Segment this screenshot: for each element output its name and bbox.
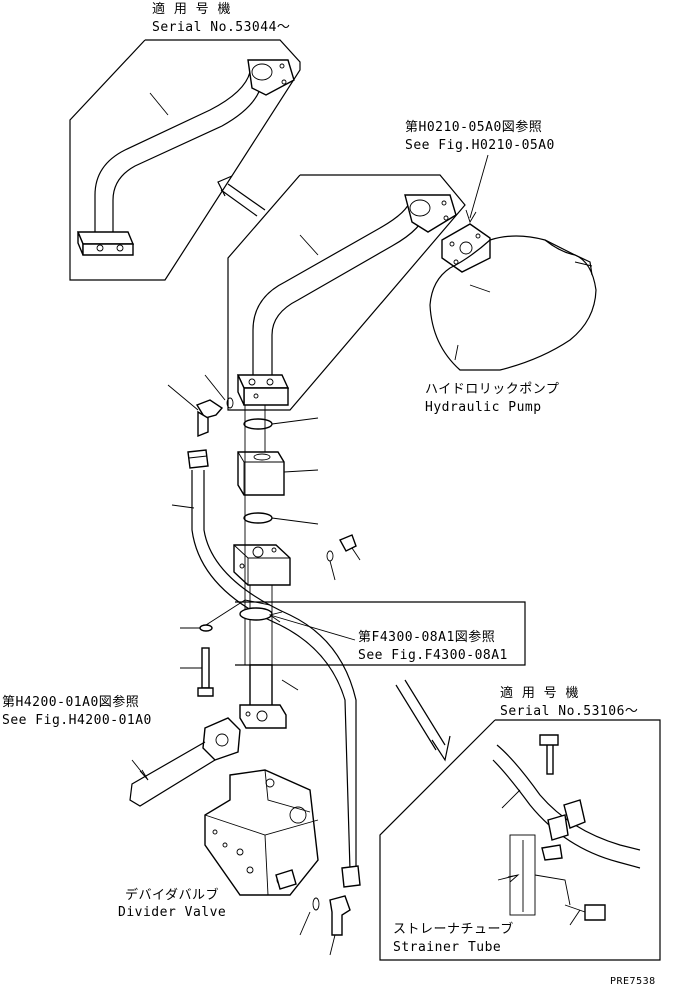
serial-top-label-en: Serial No.53044～: [152, 20, 291, 35]
elbow-fitting: [167, 374, 234, 438]
lower-elbow: [299, 895, 351, 956]
ref-h4200-label-en: See Fig.H4200-01A0: [2, 713, 152, 728]
strainer-tube-label-en: Strainer Tube: [393, 940, 502, 955]
strainer-tube-label-jp: ストレーナチューブ: [393, 922, 514, 937]
inset-frame-right: [379, 719, 661, 961]
ref-f4300-label-jp: 第F4300-08A1図参照: [358, 630, 496, 645]
serial-right-label-jp: 適 用 号 機: [500, 686, 579, 701]
divider-valve-label-en: Divider Valve: [118, 905, 227, 920]
ref-h0210-label-jp: 第H0210-05A0図参照: [405, 120, 543, 135]
inset-frame-main-pipe: [227, 174, 466, 411]
reference-frame-f4300: [235, 601, 526, 666]
clamp: [180, 599, 273, 632]
oring-lower: [243, 512, 319, 525]
ref-f4300-label-en: See Fig.F4300-08A1: [358, 648, 508, 663]
inset-frame-top-left: [69, 39, 301, 281]
hydraulic-pump-label-en: Hydraulic Pump: [425, 400, 542, 415]
direction-arrow-top: [217, 175, 266, 217]
plug-fitting: [326, 534, 361, 581]
main-pipe: [236, 194, 457, 406]
bolt-vertical: [180, 647, 214, 697]
ref-h4200-label-jp: 第H4200-01A0図参照: [2, 695, 140, 710]
hose-assembly: [171, 449, 361, 888]
pump-flange: [441, 154, 491, 273]
serial-right-label-en: Serial No.53106～: [500, 704, 639, 719]
serial-top-label-jp: 適 用 号 機: [152, 2, 231, 17]
hydraulic-pump-body: [429, 235, 597, 371]
page-code: PRE7538: [610, 976, 656, 987]
direction-arrow-bottom: [395, 679, 451, 762]
suction-pipe: [129, 717, 241, 807]
oring-upper: [243, 417, 319, 430]
pipe-variant-top-left: [76, 59, 295, 256]
divider-valve-label-jp: デバイダバルブ: [125, 888, 219, 903]
ref-h0210-label-en: See Fig.H0210-05A0: [405, 138, 555, 153]
lower-pipe: [239, 664, 299, 729]
strainer-detail: [492, 734, 641, 926]
hydraulic-pump-label-jp: ハイドロリックポンプ: [425, 382, 560, 397]
spacer-block: [237, 451, 319, 496]
divider-valve: [204, 769, 319, 896]
adapter-block: [233, 544, 291, 668]
